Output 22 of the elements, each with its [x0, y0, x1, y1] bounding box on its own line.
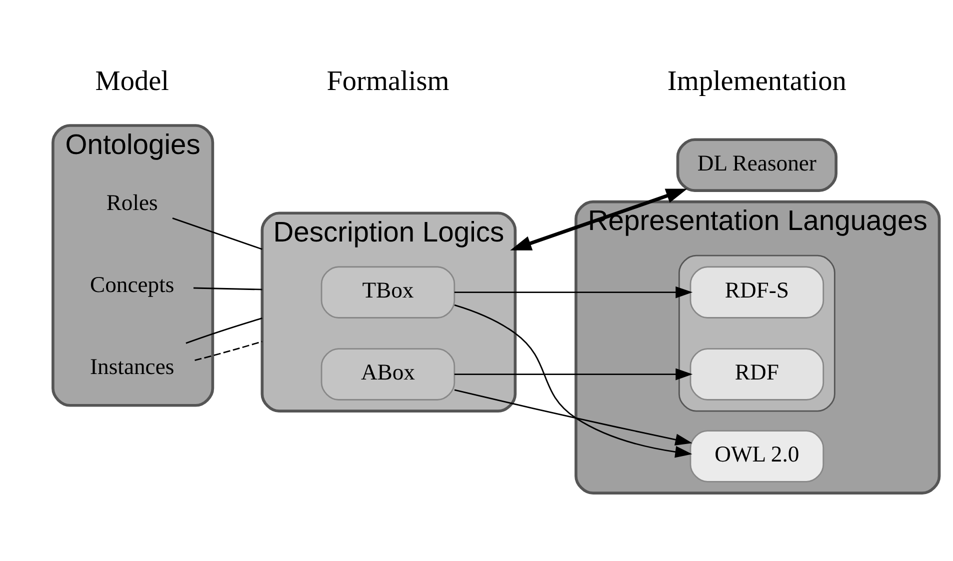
- node-box: OWL 2.0: [690, 430, 824, 482]
- arrow: [510, 188, 688, 250]
- label: Formalism: [326, 66, 450, 97]
- node-box: RDF-S: [690, 266, 824, 318]
- node-text: Roles: [106, 190, 158, 215]
- arrow: [454, 388, 692, 446]
- node-box: DL Reasoner: [676, 138, 838, 192]
- node-box: ABox: [320, 348, 456, 400]
- connector: [193, 286, 262, 290]
- label: Model: [95, 66, 170, 97]
- node-text: Concepts: [90, 272, 174, 297]
- cluster: [678, 254, 836, 412]
- arrow: [454, 304, 692, 458]
- connector: [172, 217, 262, 250]
- connector: [194, 340, 262, 360]
- node-box: TBox: [320, 266, 456, 318]
- connector: [186, 317, 262, 344]
- arrow: [454, 286, 693, 298]
- label: Implementation: [667, 66, 846, 97]
- node-box: RDF: [690, 348, 824, 400]
- arrow: [454, 368, 693, 380]
- node-text: Instances: [90, 354, 174, 379]
